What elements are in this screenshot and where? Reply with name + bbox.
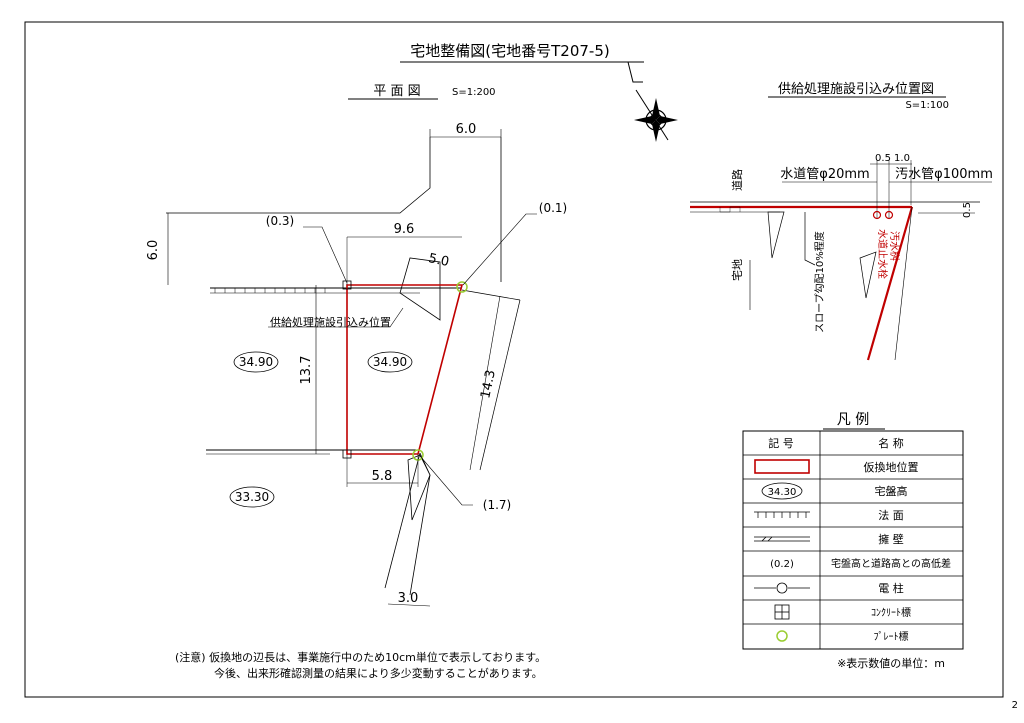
legend-table: [742, 430, 964, 650]
supply-position-label: 供給処理施設引込み位置: [270, 315, 391, 329]
legend-header-name: 名 称: [878, 436, 904, 450]
plate-marker-icon: [456, 281, 468, 293]
drawing-title: 宅地整備図(宅地番号T207-5): [410, 42, 609, 60]
north-arrow-icon: [624, 61, 678, 142]
sewer-basin-label: 汚水桝: [888, 231, 901, 261]
drawing-frame: [24, 21, 1004, 698]
utility-pole-symbol-icon: [754, 582, 810, 594]
dimension-3-0: 3.0: [398, 591, 419, 606]
legend-row-name: 宅盤高: [875, 484, 908, 498]
elevation-34-90-lot: 34.90: [373, 355, 407, 369]
retaining-wall-symbol-icon: [754, 536, 810, 542]
elevation-33-30: 33.30: [235, 490, 269, 504]
lot-position-symbol-icon: [754, 459, 810, 474]
legend-header-symbol: 記 号: [768, 436, 794, 450]
legend-row-name: 電 柱: [878, 581, 904, 595]
legend-row-name: ｺﾝｸﾘｰﾄ標: [871, 606, 911, 619]
inset-dim-0-5-right: 0.5: [962, 202, 973, 218]
legend-row-name: 仮換地位置: [864, 460, 919, 474]
dimension-5-8: 5.8: [372, 469, 393, 484]
legend-row-name: 宅盤高と道路高との高低差: [831, 557, 951, 570]
inset-scale: S=1:100: [905, 100, 949, 111]
slope-symbol-icon: [754, 511, 810, 518]
unit-note: ※表示数値の単位：m: [837, 656, 945, 670]
lot-label: 宅地: [730, 259, 744, 281]
legend-title: 凡 例: [837, 412, 869, 428]
elevation-34-90-left: 34.90: [239, 355, 273, 369]
water-stop-icon: [872, 210, 882, 220]
water-stop-label: 水道止水栓: [876, 229, 889, 279]
inset-title: 供給処理施設引込み位置図: [778, 81, 934, 97]
inset-view: [690, 160, 992, 361]
legend-row-symbol: (0.2): [770, 559, 794, 570]
road-label: 道路: [730, 169, 744, 191]
inset-dim-0-5: 0.5: [875, 153, 891, 164]
legend-row-symbol: 34.30: [768, 487, 797, 498]
page-number: 2: [1012, 700, 1018, 711]
water-pipe-label: 水道管φ20mm: [780, 167, 869, 182]
dimension-13-7: 13.7: [299, 356, 314, 385]
sewer-basin-icon: [884, 210, 894, 220]
legend-row-name: ﾌﾟﾚｰﾄ標: [874, 630, 909, 643]
plate-marker-symbol-icon: [776, 630, 788, 642]
dimension-6-0-left: 6.0: [146, 240, 161, 261]
dimension-5-0: 5.0: [427, 251, 450, 270]
legend-row-name: 法 面: [878, 508, 904, 522]
height-diff-0-1: (0.1): [539, 201, 567, 215]
plan-scale: S=1:200: [452, 87, 496, 98]
note-line-1: (注意) 仮換地の辺長は、事業施行中のため10cm単位で表示しております。: [175, 650, 546, 664]
note-line-2: 今後、出来形確認測量の結果により多少変動することがあります。: [214, 666, 543, 680]
height-diff-0-3: (0.3): [266, 214, 294, 228]
legend-row-name: 擁 壁: [878, 532, 904, 546]
sewer-pipe-label: 汚水管φ100mm: [895, 167, 993, 182]
dimension-6-0-top: 6.0: [456, 122, 477, 137]
height-diff-1-7: (1.7): [483, 498, 511, 512]
dimension-9-6: 9.6: [394, 222, 415, 237]
plan-label: 平 面 図: [373, 84, 420, 99]
inset-dim-1-0: 1.0: [894, 153, 910, 164]
slope-label: スロープ勾配10%程度: [813, 231, 826, 333]
concrete-marker-symbol-icon: [774, 604, 790, 620]
dimension-14-3: 14.3: [478, 369, 499, 400]
plan-view: [166, 129, 537, 607]
